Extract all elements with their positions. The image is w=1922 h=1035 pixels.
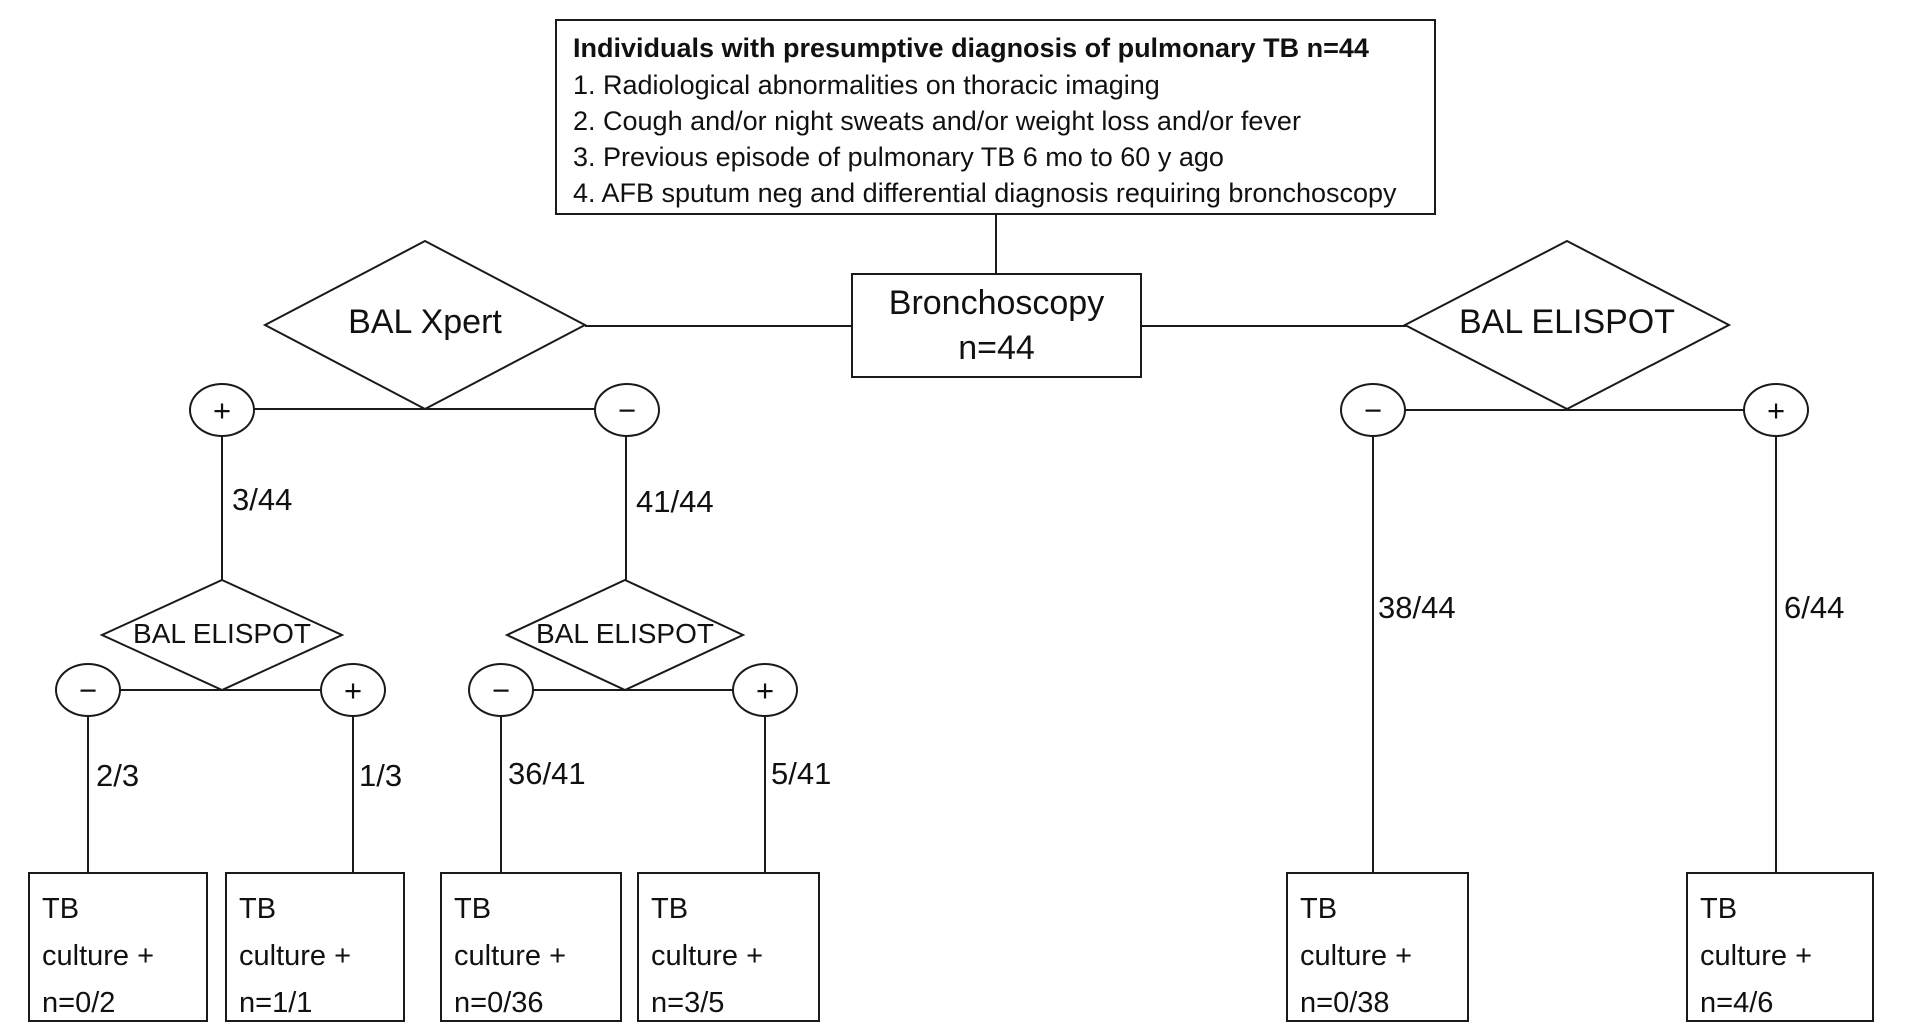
outcome-box-xpert-neg-elispot-neg: TB culture + n=0/36 (440, 872, 622, 1022)
fraction-elispot-neg: 38/44 (1378, 590, 1456, 625)
fraction-xpert-neg: 41/44 (636, 484, 714, 519)
fraction-xpert-pos-elispot-neg: 2/3 (96, 758, 140, 793)
criteria-item-2: 2. Cough and/or night sweats and/or weig… (573, 106, 1301, 136)
minus-icon: − (78, 672, 98, 708)
minus-icon: − (491, 672, 511, 708)
outcome-box-xpert-neg-elispot-pos: TB culture + n=3/5 (637, 872, 820, 1022)
criteria-item-3: 3. Previous episode of pulmonary TB 6 mo… (573, 142, 1224, 172)
bal-xpert-label: BAL Xpert (348, 303, 502, 341)
elispot-negative-circle: − (1340, 383, 1406, 437)
plus-icon: + (755, 672, 775, 708)
plus-icon: + (212, 392, 232, 428)
bal-elispot-main-diamond (1402, 239, 1732, 411)
outcome-box-xpert-pos-elispot-pos: TB culture + n=1/1 (225, 872, 405, 1022)
outcome-box-elispot-pos: TB culture + n=4/6 (1686, 872, 1874, 1022)
minus-icon: − (1363, 392, 1383, 428)
outcome-box-elispot-neg: TB culture + n=0/38 (1286, 872, 1469, 1022)
xpert-positive-circle: + (189, 383, 255, 437)
bal-elispot-subleft-label: BAL ELISPOT (133, 618, 311, 649)
fraction-xpert-pos-elispot-pos: 1/3 (359, 758, 403, 793)
fraction-elispot-pos: 6/44 (1784, 590, 1845, 625)
xpert-negative-circle: − (594, 383, 660, 437)
fraction-xpert-pos: 3/44 (232, 482, 293, 517)
criteria-item-4: 4. AFB sputum neg and differential diagn… (573, 178, 1397, 208)
subright-negative-circle: − (468, 663, 534, 717)
subright-positive-circle: + (732, 663, 798, 717)
bal-elispot-subleft-diamond (99, 578, 345, 692)
bal-elispot-main-label: BAL ELISPOT (1458, 303, 1676, 341)
minus-icon: − (617, 392, 637, 428)
plus-icon: + (343, 672, 363, 708)
bronchoscopy-label: Bronchoscopy (888, 283, 1105, 322)
inclusion-criteria-box: Individuals with presumptive diagnosis o… (555, 19, 1436, 215)
fraction-xpert-neg-elispot-pos: 5/41 (771, 756, 832, 791)
subleft-negative-circle: − (55, 663, 121, 717)
elispot-positive-circle: + (1743, 383, 1809, 437)
outcome-box-xpert-pos-elispot-neg: TB culture + n=0/2 (28, 872, 208, 1022)
bal-elispot-subright-diamond (504, 578, 746, 692)
fraction-xpert-neg-elispot-neg: 36/41 (508, 756, 586, 791)
subleft-positive-circle: + (320, 663, 386, 717)
bronchoscopy-box: Bronchoscopy n=44 (851, 273, 1142, 378)
bronchoscopy-count: n=44 (958, 328, 1035, 367)
bal-elispot-subright-label: BAL ELISPOT (536, 618, 714, 649)
bal-xpert-diamond (262, 239, 588, 411)
criteria-item-1: 1. Radiological abnormalities on thoraci… (573, 70, 1160, 100)
criteria-title: Individuals with presumptive diagnosis o… (573, 33, 1369, 63)
plus-icon: + (1766, 392, 1786, 428)
